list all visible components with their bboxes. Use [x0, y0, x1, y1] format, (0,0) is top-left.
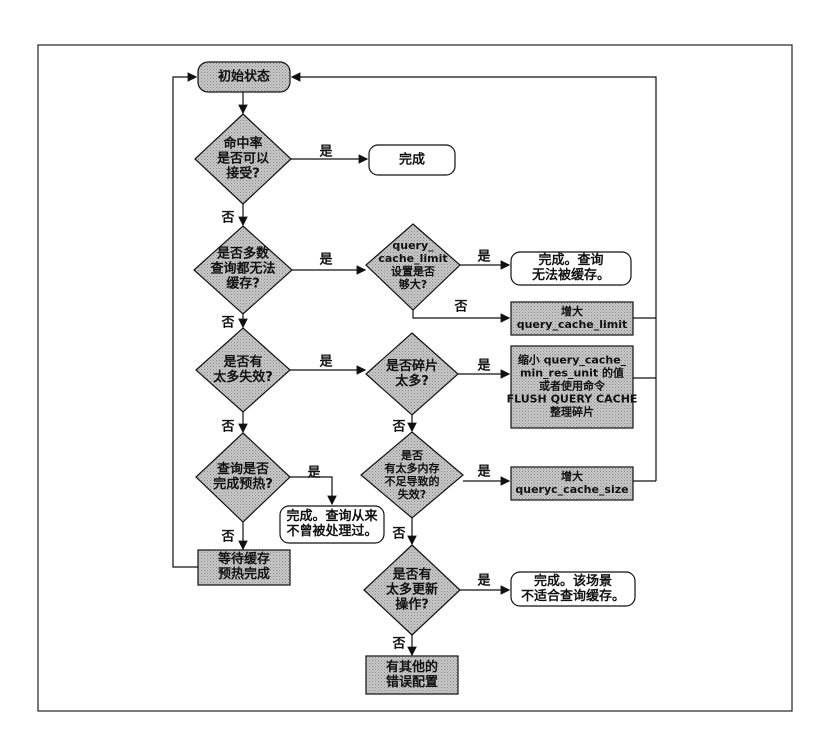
node-start	[197, 61, 291, 93]
edge-label-yes: 是	[319, 252, 333, 268]
edge-warm-done	[290, 476, 337, 506]
label-shrink: 缩小 query_cache_ min_res_unit 的值 或者使用命令 F…	[506, 353, 638, 419]
label-q-warm: 查询是否 完成预热?	[213, 462, 273, 492]
edge-label-yes: 是	[477, 464, 491, 480]
label-q-limit: query_ cache_limit 设置是否 够大?	[378, 239, 448, 291]
label-q-uncache: 是否多数 查询都无法 缓存?	[210, 246, 276, 292]
edge-label-yes: 是	[477, 573, 491, 589]
edge-label-no: 否	[221, 315, 235, 331]
node-inc-limit	[510, 301, 634, 336]
node-done-unsuitable	[510, 571, 636, 607]
edge-label-yes: 是	[307, 465, 321, 481]
label-inc-limit: 增大 query_cache_limit	[516, 305, 628, 331]
label-inc-size: 增大 queryc_cache_size	[515, 470, 629, 496]
edge-label-yes: 是	[319, 354, 333, 370]
label-start: 初始状态	[217, 69, 271, 85]
label-q-frag: 是否碎片 太多?	[385, 359, 439, 389]
label-done-never: 完成。查询从来 不曾被处理过。	[286, 509, 378, 539]
node-inc-size	[510, 466, 634, 501]
node-done1	[368, 144, 456, 176]
edge-label-no: 否	[392, 526, 406, 542]
label-done-nocache: 完成。查询 无法被缓存。	[531, 253, 611, 283]
label-other: 有其他的 错误配置	[385, 660, 439, 690]
edge-label-yes: 是	[477, 249, 491, 265]
edge-label-no: 否	[454, 299, 468, 315]
edge-label-no: 否	[221, 210, 235, 226]
label-q-invalid: 是否有 太多失效?	[213, 355, 273, 385]
edge-label-no: 否	[221, 529, 235, 545]
label-q-hit: 命中率 是否可以 接受?	[216, 136, 270, 182]
node-wait	[197, 549, 291, 586]
edge-label-no: 否	[392, 636, 406, 652]
node-done-nocache	[510, 251, 632, 286]
label-wait: 等待缓存 预热完成	[217, 552, 271, 582]
edge-label-no: 否	[392, 419, 406, 435]
edge-feedback-start	[290, 72, 657, 481]
node-shrink	[510, 345, 634, 429]
label-done1: 完成	[398, 152, 426, 168]
label-q-updates: 是否有 太多更新 操作?	[385, 567, 439, 613]
node-done-never	[279, 505, 385, 544]
edge-limit-inc	[412, 310, 511, 323]
edge-label-yes: 是	[319, 144, 333, 160]
node-other	[365, 655, 459, 695]
label-q-mem: 是否 有太多内存 不足导致的 失效?	[384, 449, 440, 501]
edge-label-no: 否	[221, 419, 235, 435]
edge-label-yes: 是	[477, 358, 491, 374]
label-done-unsuitable: 完成。该场景 不适合查询缓存。	[520, 574, 626, 604]
edge-wait-start	[172, 72, 198, 568]
